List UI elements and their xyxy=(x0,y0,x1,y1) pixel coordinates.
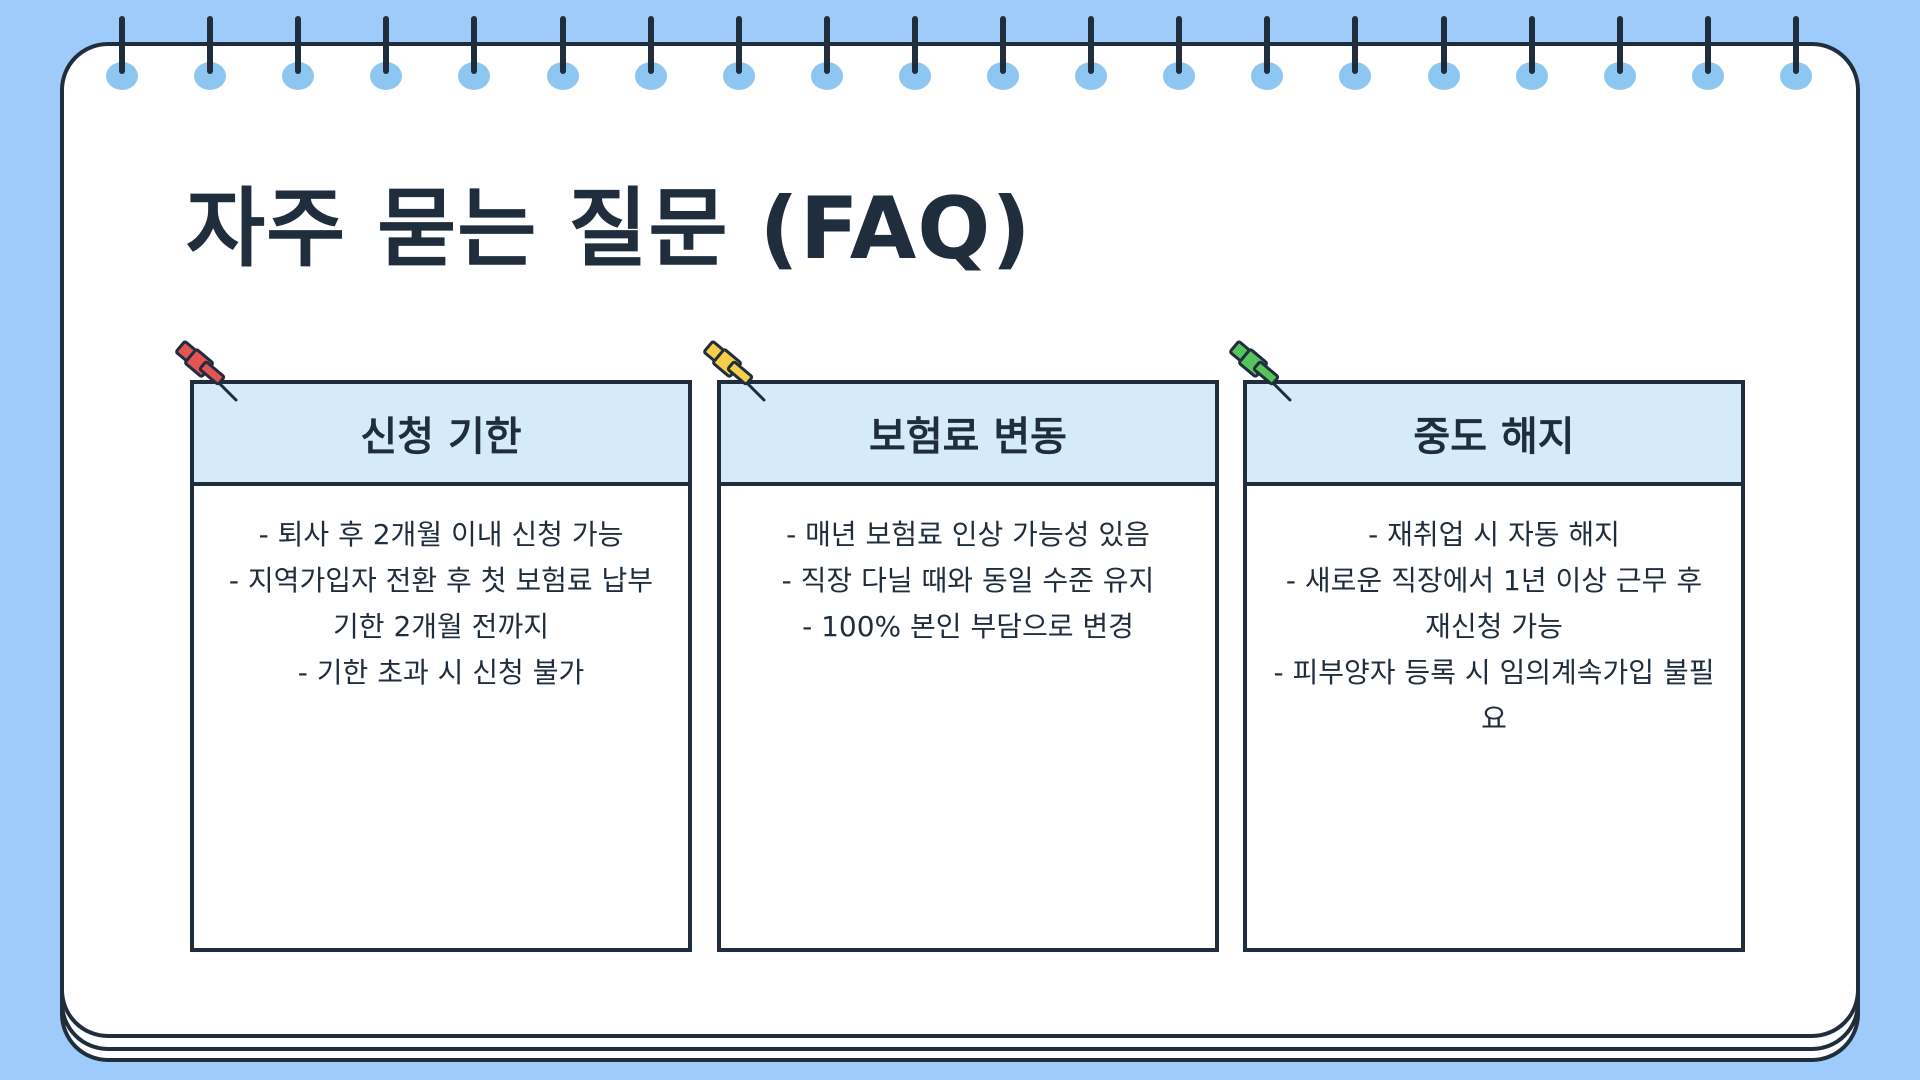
spiral-ring-icon xyxy=(1691,16,1724,92)
ring-wire xyxy=(911,16,918,74)
ring-wire xyxy=(1704,16,1711,74)
spiral-ring-icon xyxy=(810,16,843,92)
spiral-ring-icon xyxy=(1427,16,1460,92)
faq-line: - 재취업 시 자동 해지 xyxy=(1368,518,1620,551)
faq-line: - 지역가입자 전환 후 첫 보험료 납부기한 2개월 전까지 xyxy=(228,564,654,643)
ring-wire xyxy=(735,16,742,74)
spiral-ring-icon xyxy=(1163,16,1196,92)
spiral-ring-icon xyxy=(546,16,579,92)
spiral-ring-icon xyxy=(1075,16,1108,92)
faq-card-body: - 퇴사 후 2개월 이내 신청 가능 - 지역가입자 전환 후 첫 보험료 납… xyxy=(194,486,688,696)
green-pushpin-icon xyxy=(1229,340,1292,402)
ring-wire xyxy=(559,16,566,74)
ring-wire xyxy=(1264,16,1271,74)
faq-line: - 매년 보험료 인상 가능성 있음 xyxy=(786,518,1150,551)
ring-wire xyxy=(207,16,214,74)
faq-line: - 퇴사 후 2개월 이내 신청 가능 xyxy=(258,518,624,551)
faq-line: - 새로운 직장에서 1년 이상 근무 후 재신청 가능 xyxy=(1285,564,1703,643)
faq-line: - 100% 본인 부담으로 변경 xyxy=(802,610,1134,643)
spiral-ring-icon xyxy=(282,16,315,92)
ring-wire xyxy=(471,16,478,74)
spiral-ring-icon xyxy=(1603,16,1636,92)
faq-card-premium-change: 보험료 변동 - 매년 보험료 인상 가능성 있음 - 직장 다닐 때와 동일 … xyxy=(717,380,1219,952)
spiral-ring-icon xyxy=(1515,16,1548,92)
spiral-ring-icon xyxy=(1251,16,1284,92)
ring-wire xyxy=(823,16,830,74)
yellow-pushpin-icon xyxy=(703,340,766,402)
red-pushpin-icon xyxy=(175,340,238,402)
spiral-ring-icon xyxy=(987,16,1019,92)
faq-card-title: 보험료 변동 xyxy=(721,384,1215,486)
faq-card-title: 신청 기한 xyxy=(194,384,688,486)
page-title: 자주 묻는 질문 (FAQ) xyxy=(186,179,1032,279)
ring-wire xyxy=(1792,16,1799,74)
spiral-binding xyxy=(0,0,1920,100)
ring-wire xyxy=(1000,16,1006,74)
faq-line: - 피부양자 등록 시 임의계속가입 불필요 xyxy=(1273,656,1715,735)
spiral-ring-icon xyxy=(898,16,931,92)
spiral-ring-icon xyxy=(370,16,403,92)
spiral-ring-icon xyxy=(1339,16,1372,92)
ring-wire xyxy=(1528,16,1535,74)
faq-card-title: 중도 해지 xyxy=(1247,384,1741,486)
ring-wire xyxy=(295,16,302,74)
ring-wire xyxy=(383,16,390,74)
faq-card-cancellation: 중도 해지 - 재취업 시 자동 해지 - 새로운 직장에서 1년 이상 근무 … xyxy=(1243,380,1745,952)
spiral-ring-icon xyxy=(458,16,491,92)
ring-wire xyxy=(1616,16,1623,74)
faq-card-deadline: 신청 기한 - 퇴사 후 2개월 이내 신청 가능 - 지역가입자 전환 후 첫… xyxy=(190,380,692,952)
ring-wire xyxy=(1440,16,1447,74)
faq-card-body: - 재취업 시 자동 해지 - 새로운 직장에서 1년 이상 근무 후 재신청 … xyxy=(1247,486,1741,742)
spiral-ring-icon xyxy=(106,16,138,92)
faq-card-body: - 매년 보험료 인상 가능성 있음 - 직장 다닐 때와 동일 수준 유지 -… xyxy=(721,486,1215,650)
spiral-ring-icon xyxy=(194,16,227,92)
faq-line: - 직장 다닐 때와 동일 수준 유지 xyxy=(781,564,1155,597)
ring-wire xyxy=(1176,16,1183,74)
ring-wire xyxy=(1352,16,1359,74)
spiral-ring-icon xyxy=(722,16,755,92)
ring-wire xyxy=(119,16,125,74)
spiral-ring-icon xyxy=(634,16,667,92)
spiral-ring-icon xyxy=(1779,16,1812,92)
ring-wire xyxy=(647,16,654,74)
ring-wire xyxy=(1088,16,1095,74)
faq-line: - 기한 초과 시 신청 불가 xyxy=(297,656,585,689)
